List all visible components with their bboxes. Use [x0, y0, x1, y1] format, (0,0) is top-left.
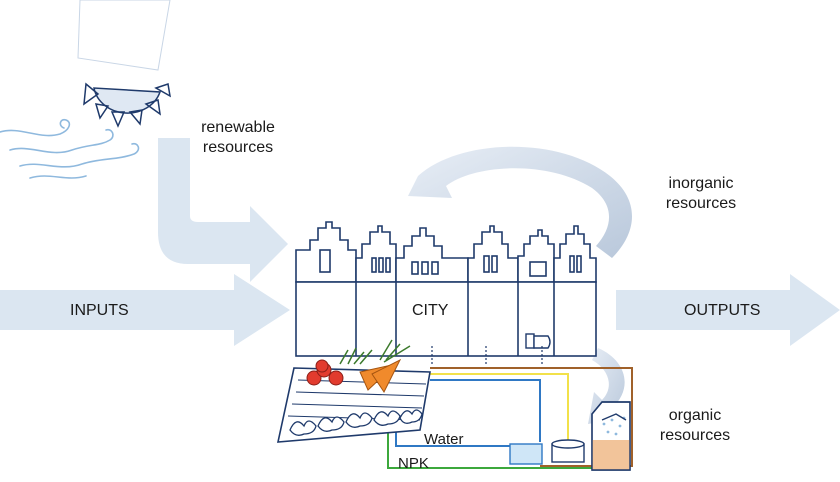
inorganic-line-1: inorganic	[668, 175, 734, 192]
yellow-line	[430, 373, 569, 440]
inorganic-resources-label: inorganic resources	[646, 174, 756, 214]
wind-icon	[0, 118, 140, 179]
outputs-arrow	[616, 274, 840, 346]
sun-icon	[77, 0, 171, 128]
farm-field	[276, 367, 431, 443]
organic-resources-label: organic resources	[640, 406, 750, 446]
brown-line	[430, 367, 633, 467]
inputs-arrow	[0, 274, 290, 346]
renewable-resources-label: renewable resources	[178, 118, 298, 158]
npk-label: NPK	[398, 455, 429, 472]
renewable-arrow	[158, 138, 288, 282]
filter-icon	[509, 443, 543, 465]
toilet-icon	[525, 333, 551, 349]
renewable-line-2: resources	[202, 139, 274, 156]
water-label: Water	[424, 431, 464, 448]
composter-icon	[591, 401, 631, 471]
renewable-line-1: renewable	[201, 119, 275, 136]
inorganic-cycle-arrow	[408, 146, 632, 258]
tank-icon	[551, 439, 585, 463]
vegetables-icon	[306, 339, 411, 393]
organic-line-1: organic	[668, 407, 722, 424]
city-buildings	[295, 221, 597, 357]
inorganic-line-2: resources	[665, 195, 737, 212]
outputs-label: OUTPUTS	[684, 302, 761, 319]
city-label: CITY	[412, 302, 449, 319]
organic-line-2: resources	[659, 427, 731, 444]
blue-line-top	[430, 379, 541, 442]
inputs-label: INPUTS	[70, 302, 129, 319]
